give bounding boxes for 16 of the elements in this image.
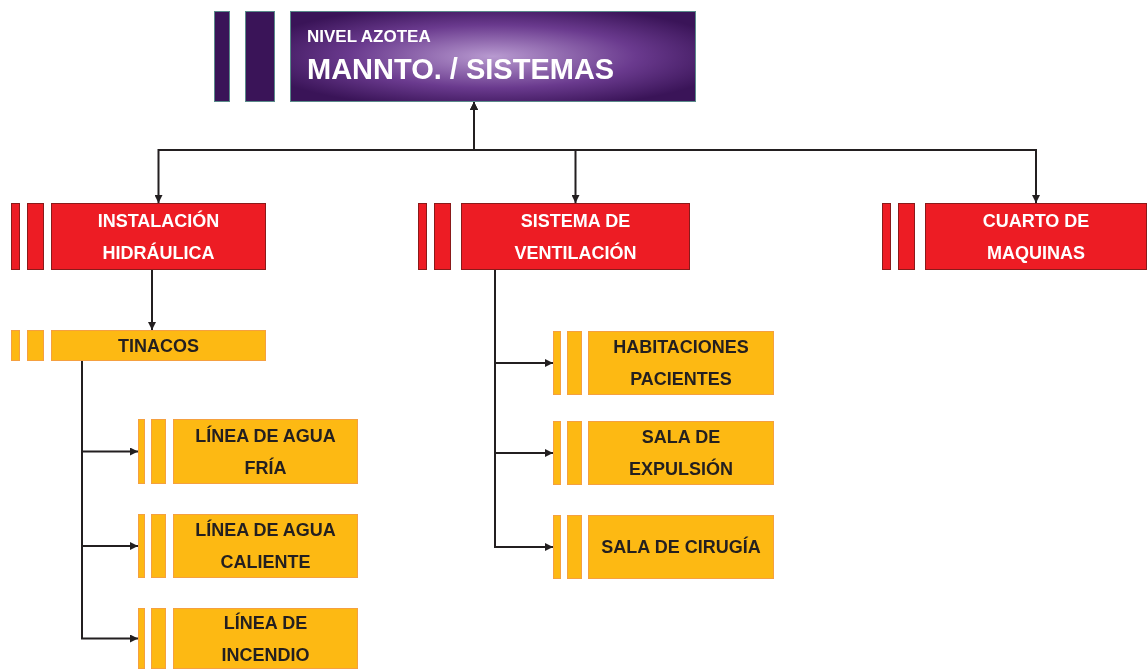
title-text: MANNTO. / SISTEMAS [307,52,615,87]
arrow [148,269,156,331]
node-label: INSTALACIÓN HIDRÁULICA [96,209,221,265]
subtitle-text: NIVEL AZOTEA [307,25,431,47]
node-label: CUARTO DE MAQUINAS [981,209,1091,265]
node-label: LÍNEA DE AGUA CALIENTE [194,518,337,574]
node-label: LÍNEA DE AGUA FRÍA [194,424,337,480]
arrow [81,360,139,643]
node-label: SALA DE CIRUGÍA [601,535,761,559]
arrow [470,101,1040,204]
node-label: LÍNEA DE INCENDIO [220,611,311,667]
node-label: HABITACIONES PACIENTES [612,336,750,391]
node-label: SALA DE EXPULSIÓN [628,426,734,481]
node-label: SISTEMA DE VENTILACIÓN [513,209,638,265]
arrow [494,269,554,551]
node-label: TINACOS [118,334,199,358]
